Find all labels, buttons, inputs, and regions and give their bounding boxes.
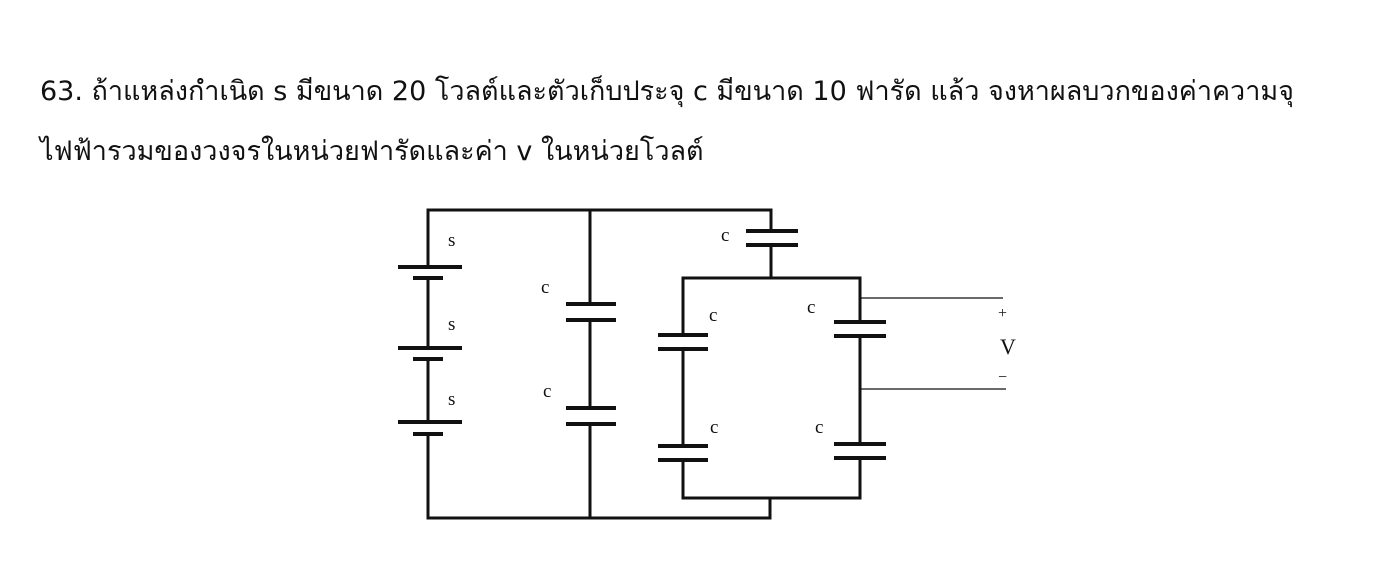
label-c-rect-right-lower: c (815, 417, 823, 438)
battery-cell-1 (398, 265, 462, 280)
question-line-2: ไฟฟ้ารวมของวงจรในหน่วยฟารัดและค่า v ในหน… (40, 136, 704, 167)
battery-cell-2 (398, 346, 462, 361)
question-text: 63. ถ้าแหล่งกำเนิด s มีขนาด 20 โวลต์และต… (40, 62, 1380, 182)
question-line-1: 63. ถ้าแหล่งกำเนิด s มีขนาด 20 โวลต์และต… (40, 76, 1294, 107)
capacitor-middle-lower (566, 406, 616, 426)
label-c-rect-right-upper: c (807, 297, 815, 318)
label-voltage: V (1000, 334, 1016, 359)
circuit-wires (426, 208, 862, 520)
battery-cell-3 (398, 420, 462, 436)
label-c-top-right: c (721, 225, 729, 246)
label-s-3: s (448, 389, 455, 410)
capacitor-rect-left-lower (658, 444, 708, 462)
label-c-rect-left-upper: c (709, 305, 717, 326)
capacitor-rect-right-upper (834, 320, 886, 338)
label-c-middle-lower: c (543, 381, 551, 402)
label-minus: − (998, 369, 1007, 386)
capacitor-top-right (746, 229, 798, 247)
capacitor-rect-left-upper (658, 333, 708, 351)
capacitor-middle-upper (566, 302, 616, 322)
voltage-leads (860, 297, 1006, 390)
label-c-middle-upper: c (541, 277, 549, 298)
label-s-1: s (448, 230, 455, 251)
capacitor-rect-right-lower (834, 442, 886, 460)
label-plus: + (998, 305, 1007, 322)
label-c-rect-left-lower: c (710, 417, 718, 438)
label-s-2: s (448, 314, 455, 335)
